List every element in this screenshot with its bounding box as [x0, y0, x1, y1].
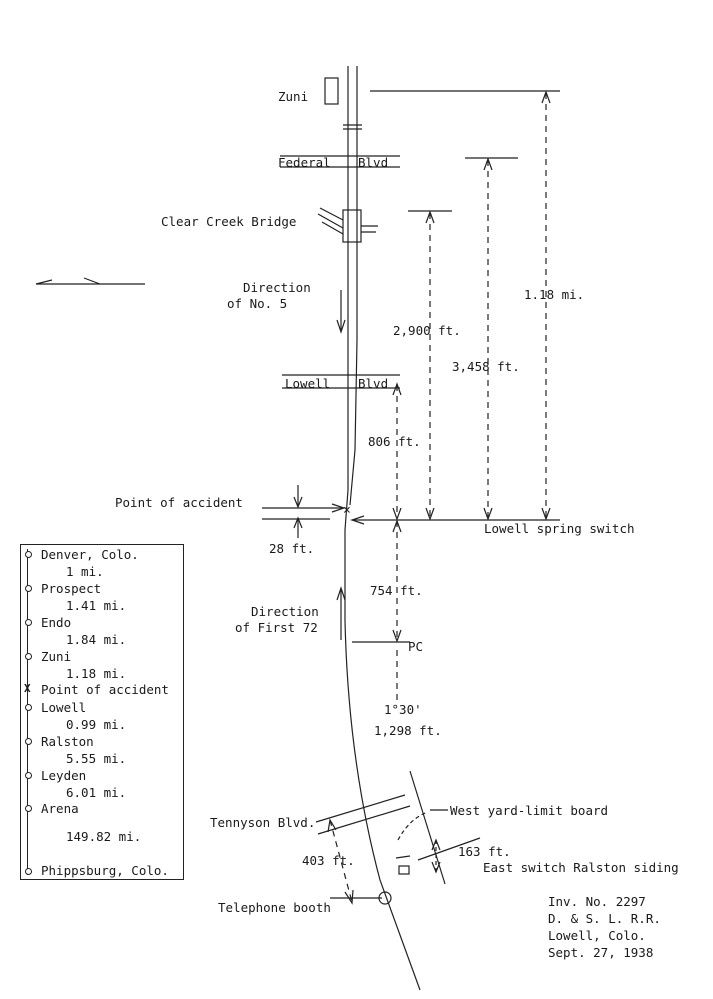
label-direction-first72-2: of First 72 [235, 620, 318, 635]
legend-distance: 0.99 mi. [66, 717, 127, 732]
legend-dot [25, 704, 32, 711]
main-track-rail-left [344, 66, 421, 991]
label-federal: Federal [278, 155, 331, 170]
clear-creek-bridge [342, 209, 362, 243]
inventory-railroad: D. & S. L. R.R. [548, 911, 661, 926]
legend-distance: 1.18 mi. [66, 666, 127, 681]
inventory-block: Inv. No. 2297 D. & S. L. R.R. Lowell, Co… [548, 893, 661, 961]
station-legend: Denver, Colo. 1 mi. Prospect 1.41 mi. En… [20, 544, 184, 880]
label-direction-no5-1: Direction [243, 280, 311, 295]
dim-1298-ft: 1,298 ft. [374, 723, 442, 738]
label-lowell-spring-switch: Lowell spring switch [484, 521, 635, 536]
zuni-station-box [324, 77, 339, 105]
main-track-rail-right [349, 66, 358, 506]
label-clear-creek: Clear Creek Bridge [161, 214, 297, 229]
dim-28-ft: 28 ft. [269, 541, 315, 556]
legend-station: Point of accident [41, 682, 169, 697]
legend-dot [25, 585, 32, 592]
label-pc: PC [408, 639, 424, 654]
label-zuni: Zuni [278, 89, 309, 104]
legend-station: Leyden [41, 768, 87, 783]
legend-station: Prospect [41, 581, 102, 596]
legend-station: Lowell [41, 700, 87, 715]
inventory-location: Lowell, Colo. [548, 928, 646, 943]
legend-distance: 1.41 mi. [66, 598, 127, 613]
telephone-booth-circle [378, 891, 392, 905]
legend-distance: 5.55 mi. [66, 751, 127, 766]
legend-dot [25, 551, 32, 558]
legend-distance: 1.84 mi. [66, 632, 127, 647]
label-direction-first72-1: Direction [251, 604, 319, 619]
dim-1-18-mi: 1.18 mi. [524, 287, 585, 302]
accident-x-marker: X [24, 682, 31, 695]
legend-distance: 149.82 mi. [66, 829, 142, 844]
legend-dot [25, 619, 32, 626]
label-federal-blvd: Blvd [358, 155, 389, 170]
dim-403-ft: 403 ft. [302, 853, 355, 868]
label-east-switch: East switch Ralston siding [483, 860, 679, 875]
inventory-date: Sept. 27, 1938 [548, 945, 654, 960]
legend-station: Zuni [41, 649, 72, 664]
legend-distance: 6.01 mi. [66, 785, 127, 800]
legend-dot [25, 653, 32, 660]
svg-text:×: × [343, 503, 351, 518]
dim-3458-ft: 3,458 ft. [452, 359, 520, 374]
legend-station: Arena [41, 801, 79, 816]
label-direction-no5-2: of No. 5 [227, 296, 288, 311]
dim-2900-ft: 2,900 ft. [393, 323, 461, 338]
legend-dot [25, 805, 32, 812]
label-tennyson: Tennyson Blvd. [210, 815, 316, 830]
legend-station: Denver, Colo. [41, 547, 139, 562]
label-lowell-blvd: Blvd [358, 376, 389, 391]
dim-754-ft: 754 ft. [370, 583, 423, 598]
legend-distance: 1 mi. [66, 564, 104, 579]
label-point-of-accident: Point of accident [115, 495, 243, 510]
legend-station: Ralston [41, 734, 94, 749]
legend-dot [25, 772, 32, 779]
label-west-yard: West yard-limit board [450, 803, 609, 818]
legend-station: Phippsburg, Colo. [41, 863, 169, 878]
label-telephone: Telephone booth [218, 900, 331, 915]
label-curve: 1°30' [384, 702, 422, 717]
label-lowell: Lowell [285, 376, 331, 391]
dim-806-ft: 806 ft. [368, 434, 421, 449]
inventory-number: Inv. No. 2297 [548, 894, 646, 909]
dim-163-ft: 163 ft. [458, 844, 511, 859]
legend-station: Endo [41, 615, 72, 630]
legend-dot [25, 738, 32, 745]
legend-dot [25, 868, 32, 875]
